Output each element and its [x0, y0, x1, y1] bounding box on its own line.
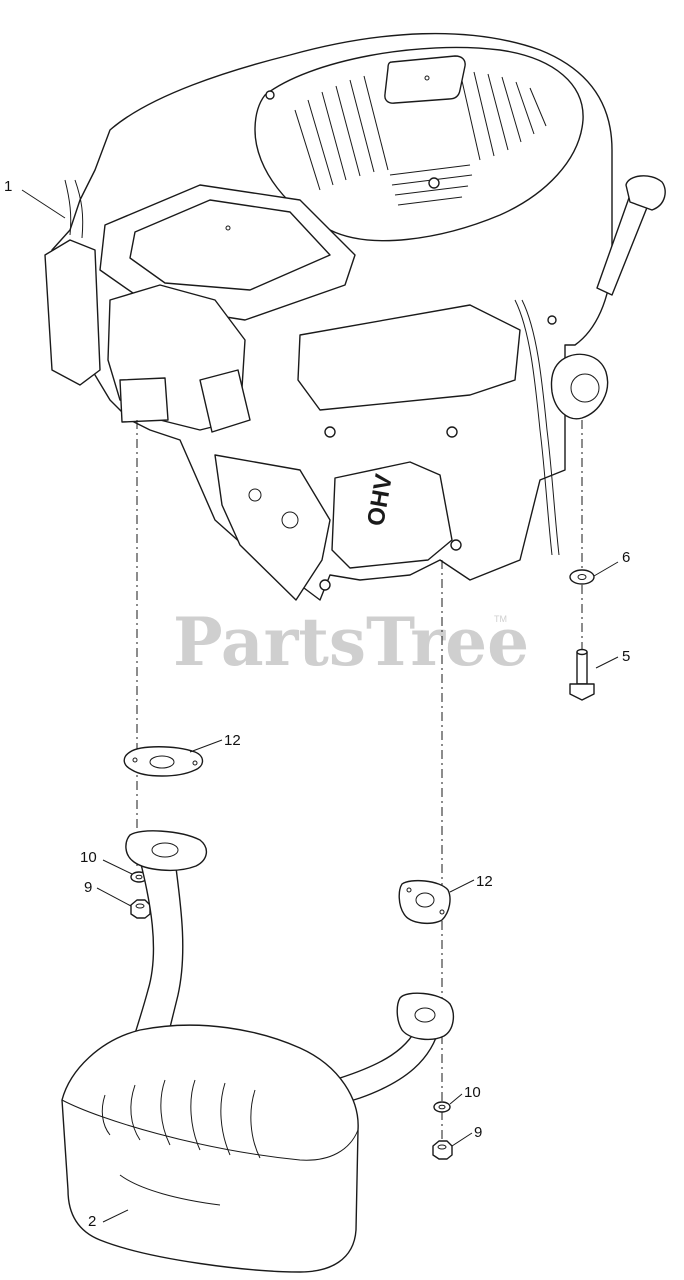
callout-2: 2 — [88, 1213, 96, 1230]
air-filter-lid — [129, 199, 331, 291]
valve-cover — [331, 461, 453, 569]
cylinder-shroud — [297, 304, 521, 411]
muffler-ribs — [101, 1079, 261, 1206]
washer-6[interactable] — [569, 569, 595, 585]
callout-6: 6 — [622, 549, 630, 566]
engine[interactable]: OHV — [44, 32, 666, 601]
alignment-lines — [136, 420, 583, 1140]
callout-12-top: 12 — [224, 732, 241, 749]
callout-1: 1 — [4, 178, 12, 195]
oil-filter — [550, 353, 609, 420]
bolt-5[interactable] — [569, 648, 595, 701]
nut-9-right[interactable] — [432, 1140, 453, 1160]
lower-bracket — [214, 454, 331, 601]
callout-10-left: 10 — [80, 849, 97, 866]
mount-bracket — [199, 369, 251, 433]
nut-9-left[interactable] — [130, 899, 151, 919]
callout-9-right: 9 — [474, 1124, 482, 1141]
callouts: 1 6 5 12 10 9 12 10 9 2 — [4, 178, 630, 1230]
muffler-flange-right — [396, 992, 455, 1041]
watermark-text: PartsTree — [173, 603, 529, 681]
watermark: PartsTree TM — [173, 603, 529, 681]
callout-12-right: 12 — [476, 873, 493, 890]
fuel-line — [514, 299, 553, 556]
engine-left-body — [44, 239, 101, 386]
watermark-trademark: TM — [494, 614, 507, 624]
top-cap — [384, 55, 466, 104]
exhaust-flange — [119, 377, 169, 423]
callout-5: 5 — [622, 648, 630, 665]
blower-housing — [254, 46, 584, 242]
muffler-flange-left — [125, 830, 207, 871]
callout-10-right: 10 — [464, 1084, 481, 1101]
callout-9-left: 9 — [84, 879, 92, 896]
dipstick-cap — [625, 175, 666, 211]
cooling-grille — [294, 71, 547, 206]
muffler-2[interactable] — [61, 830, 455, 1273]
lock-washer-10-right[interactable] — [433, 1101, 451, 1113]
gasket-12-right[interactable] — [398, 879, 451, 925]
gasket-12-top[interactable] — [123, 746, 204, 777]
muffler-body — [61, 1024, 359, 1273]
